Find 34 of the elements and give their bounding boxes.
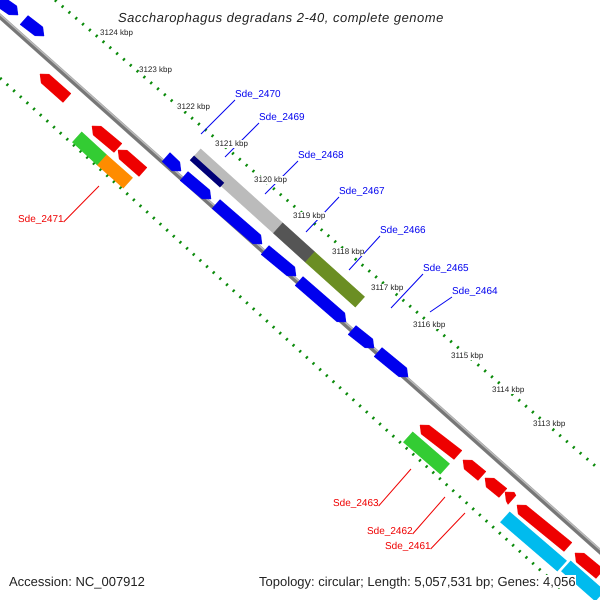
leader-line: [63, 186, 100, 222]
gene-label: Sde_2464: [452, 287, 498, 297]
scale-label: 3116 kbp: [413, 321, 446, 329]
genome-summary-text: Topology: circular; Length: 5,057,531 bp; Genes: 4,056: [259, 575, 576, 588]
gene-label: Sde_2465: [423, 264, 469, 274]
scale-label: 3114 kbp: [492, 386, 524, 394]
gene-label: Sde_2468: [298, 151, 344, 161]
scale-label: 3120 kbp: [254, 176, 287, 184]
scale-label: 3122 kbp: [177, 103, 210, 111]
gene-label: Sde_2462: [367, 527, 413, 537]
leader-line: [412, 496, 446, 534]
scale-label: 3113 kbp: [533, 420, 566, 428]
accession-text: Accession: NC_007912: [9, 575, 145, 588]
gene-label: Sde_2461: [385, 542, 431, 552]
gene-label: Sde_2470: [235, 90, 281, 100]
gene-label: Sde_2469: [259, 113, 305, 123]
gene-label: Sde_2463: [333, 499, 379, 509]
scale-label: 3123 kbp: [139, 66, 172, 74]
gene-label: Sde_2466: [380, 226, 426, 236]
leader-line: [378, 468, 412, 506]
leader-line: [200, 100, 236, 134]
leader-line: [430, 512, 466, 550]
scale-label: 3124 kbp: [100, 29, 133, 37]
gene-label: Sde_2471: [18, 215, 64, 225]
scale-label: 3115 kbp: [451, 352, 484, 360]
gene-label: Sde_2467: [339, 187, 385, 197]
leader-line: [390, 274, 424, 308]
leader-line: [348, 236, 380, 270]
scale-label: 3119 kbp: [293, 212, 326, 220]
scale-label: 3118 kbp: [332, 248, 364, 256]
scale-label: 3121 kbp: [215, 140, 248, 148]
leader-line: [430, 296, 452, 312]
title: Saccharophagus degradans 2-40, complete genome: [118, 11, 444, 24]
scale-label: 3117 kbp: [371, 284, 404, 292]
